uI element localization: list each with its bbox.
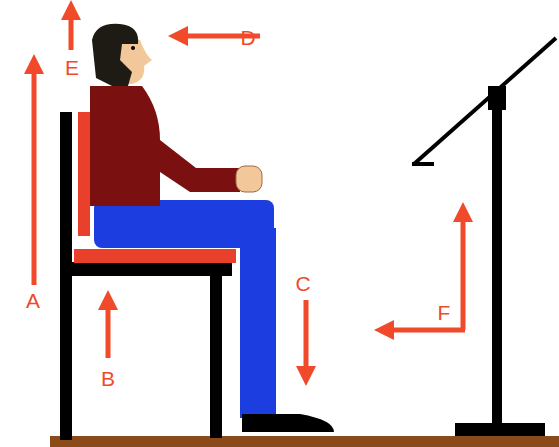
callout-letter: C [295, 273, 310, 294]
callout-letter: D [240, 27, 255, 48]
arrow-e [69, 10, 74, 50]
seated-man [90, 24, 334, 432]
floor [50, 436, 559, 447]
arrow-b [106, 300, 111, 358]
callout-letter: A [26, 290, 40, 311]
arrow-f-up [461, 212, 466, 330]
callout-letter: B [101, 368, 115, 389]
arrow-a [32, 64, 37, 285]
force-arrows [34, 10, 465, 376]
arrow-f-left [384, 328, 465, 333]
callout-letter: F [438, 302, 451, 323]
callout-letter: E [65, 57, 79, 78]
arrow-c [304, 300, 309, 376]
music-stand [412, 38, 556, 436]
